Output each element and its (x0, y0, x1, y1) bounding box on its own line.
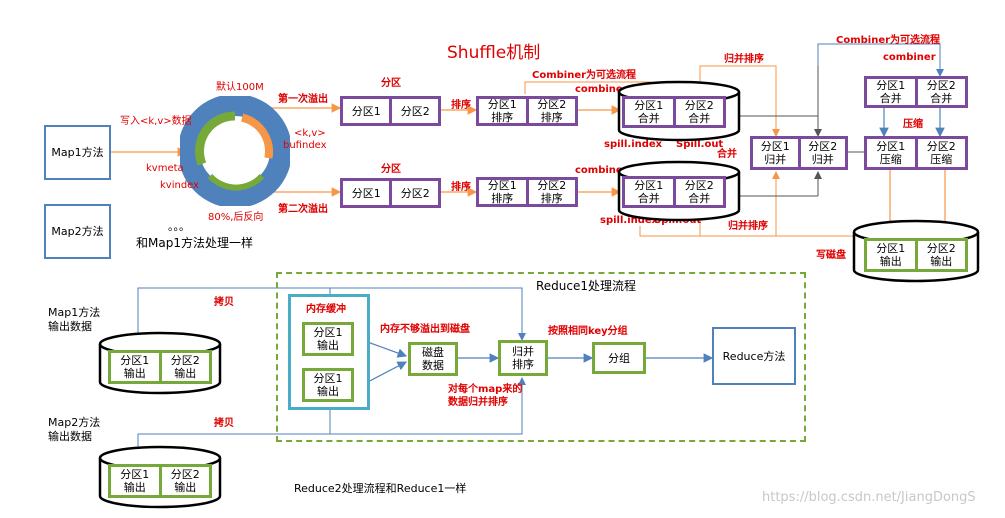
map2-box: Map2方法 (44, 204, 111, 259)
map1-box: Map1方法 (44, 125, 111, 180)
sort-label-top: 排序 (451, 100, 471, 111)
merge-sort-box: 归并 排序 (498, 340, 548, 376)
disk-data-box: 磁盘 数据 (408, 342, 458, 376)
disk-data-label: 磁盘 数据 (422, 346, 444, 372)
output-row: 分区1 输出 分区2 输出 (864, 238, 968, 272)
memory-overflow-label: 内存不够溢出到磁盘 (380, 324, 470, 335)
reduce2-note: Reduce2处理流程和Reduce1一样 (294, 482, 467, 495)
memory-buffer-label: 内存缓冲 (306, 304, 346, 315)
combiner-optional-label-2: Combiner为可选流程 (836, 35, 941, 46)
copy-label-top: 拷贝 (214, 297, 234, 308)
reverse-label: 80%,后反向 (208, 212, 264, 223)
buffer-p2-box: 分区1 输出 (302, 368, 354, 402)
write-kv-label: 写入<k,v>数据 (120, 116, 192, 127)
map2-output-label: Map2方法 输出数据 (48, 416, 101, 443)
p2-out-cell: 分区2 输出 (158, 467, 210, 495)
partition2-cell: 分区2 (389, 181, 438, 205)
write-disk-line (639, 226, 855, 237)
p1-out-cell: 分区1 输出 (120, 354, 150, 380)
map1-label: Map1方法 (51, 146, 104, 159)
p2-compress-cell: 分区2 压缩 (914, 139, 966, 167)
p2-sort-cell: 分区2 排序 (525, 98, 576, 124)
combiner-label-right: combiner (883, 52, 936, 63)
p2-merge-cell: 分区2 合并 (672, 99, 724, 125)
kvmeta-label: kvmeta (146, 163, 184, 174)
partition-row-2: 分区1 分区2 (340, 178, 441, 208)
merge-sort-line-top (699, 65, 780, 137)
p1-merge-cell: 分区1 合并 (634, 179, 664, 205)
combiner-label-top: combiner (575, 84, 628, 95)
p2-sort-cell: 分区2 排序 (525, 179, 576, 205)
map2-output-row: 分区1 输出 分区2 输出 (108, 464, 212, 498)
combiner-label-bottom: combiner (575, 165, 628, 176)
p1-compress-cell: 分区1 压缩 (876, 140, 906, 166)
second-spill-label: 第二次溢出 (278, 204, 328, 215)
group-label: 分组 (608, 351, 630, 365)
map2-label: Map2方法 (51, 225, 104, 238)
combiner-optional-line-right (817, 43, 944, 77)
partition1-cell: 分区1 (351, 104, 381, 118)
partition-label-bottom: 分区 (381, 164, 401, 175)
ring-default-label: 默认100M (216, 82, 264, 93)
bufindex-label: bufindex (283, 140, 327, 151)
p1-out-cell: 分区1 输出 (120, 468, 150, 494)
reduce1-dashed-frame (276, 272, 806, 442)
copy-label-bottom: 拷贝 (214, 418, 234, 429)
write-disk-label: 写磁盘 (816, 250, 846, 261)
p2-out-cell: 分区2 输出 (158, 353, 210, 381)
merge-sort-label-bottom: 归并排序 (728, 221, 768, 232)
map-dots: 。。。 (168, 220, 190, 233)
p2-merge-cell: 分区2 合并 (672, 179, 724, 205)
p2-output-cell: 分区2 输出 (914, 241, 966, 269)
merge-row-2: 分区1 合并 分区2 合并 (622, 176, 726, 208)
map1-output-row: 分区1 输出 分区2 输出 (108, 350, 212, 384)
compress-row: 分区1 压缩 分区2 压缩 (864, 136, 968, 170)
group-by-key-label: 按照相同key分组 (548, 326, 628, 337)
p1-merge-right-cell: 分区1 合并 (876, 79, 906, 105)
p1-sort-cell: 分区1 排序 (487, 179, 517, 205)
partition1-cell: 分区1 (351, 186, 381, 200)
kvindex-label: kvindex (160, 180, 200, 191)
sort-label-bottom: 排序 (451, 182, 471, 193)
same-as-map1-label: 和Map1方法处理一样 (136, 236, 253, 250)
partition2-cell: 分区2 (389, 99, 438, 123)
reduce1-title: Reduce1处理流程 (536, 279, 637, 293)
buffer-p2-label: 分区1 输出 (313, 372, 343, 398)
group-box: 分组 (592, 342, 646, 374)
gb-row: 分区1 归并 分区2 归并 (750, 136, 848, 170)
p1-sort-cell: 分区1 排序 (487, 98, 517, 124)
p1-gb-cell: 分区1 归并 (760, 140, 790, 166)
partition-row-1: 分区1 分区2 (340, 96, 441, 126)
merge-sort-label: 归并 排序 (512, 345, 534, 371)
kv-label: <k,v> (294, 128, 326, 139)
partition-label-top: 分区 (381, 78, 401, 89)
sort-row-2: 分区1 排序 分区2 排序 (476, 177, 578, 207)
sort-row-1: 分区1 排序 分区2 排序 (476, 96, 578, 126)
combiner-optional-label-1: Combiner为可选流程 (532, 70, 637, 81)
watermark: https://blog.csdn.net/JiangDongS (762, 490, 976, 505)
ring-buffer (180, 96, 290, 206)
reduce-method-label: Reduce方法 (722, 349, 786, 363)
merge-sort-label-top: 归并排序 (724, 54, 764, 65)
per-map-sort-label: 对每个map来的 数据归并排序 (448, 384, 523, 408)
page-title: Shuffle机制 (447, 43, 541, 63)
p2-gb-cell: 分区2 归并 (797, 139, 846, 167)
merge-label: 合并 (717, 149, 737, 160)
buffer-p1-box: 分区1 输出 (302, 322, 354, 356)
p1-merge-cell: 分区1 合并 (634, 99, 664, 125)
spill-index-label-top: spill.index (604, 139, 663, 150)
compress-label: 压缩 (903, 119, 923, 130)
p1-output-cell: 分区1 输出 (876, 242, 906, 268)
reduce-method-box: Reduce方法 (712, 327, 796, 385)
spill-out-label-top: Spill.out (676, 139, 724, 150)
map1-output-label: Map1方法 输出数据 (48, 306, 101, 333)
p2-merge-right-cell: 分区2 合并 (914, 79, 966, 105)
spill-index-label-bottom: spill.index (600, 215, 659, 226)
merge-row-1: 分区1 合并 分区2 合并 (622, 96, 726, 128)
first-spill-label: 第一次溢出 (278, 94, 328, 105)
right-merge-row: 分区1 合并 分区2 合并 (864, 76, 968, 108)
buffer-p1-label: 分区1 输出 (313, 326, 343, 352)
